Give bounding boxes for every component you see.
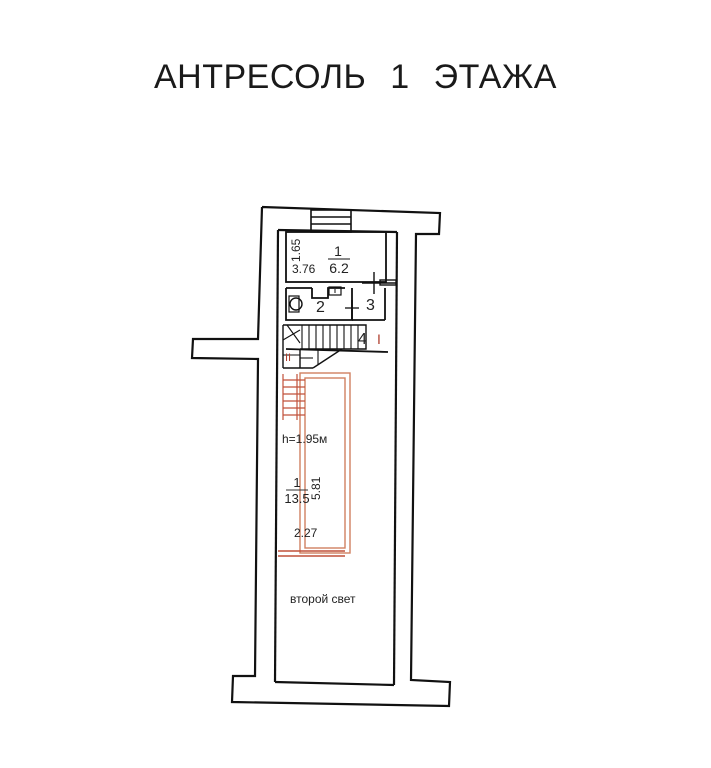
top-window <box>310 209 352 233</box>
mezzanine-number: 1 <box>293 475 300 490</box>
marker-roman-two: II <box>285 352 291 364</box>
rooms-2-3 <box>285 286 386 321</box>
outer-walls <box>190 205 452 708</box>
mezzanine-area: 13.5 <box>284 491 309 506</box>
room-1-depth: 1.65 <box>289 238 303 262</box>
mezzanine-length: 5.81 <box>309 476 323 500</box>
room-4-number: 4 <box>358 331 367 348</box>
staircase-4 <box>282 324 389 369</box>
plan-title: АНТРЕСОЛЬ 1 ЭТАЖА <box>154 58 557 96</box>
room-1-area: 6.2 <box>329 260 349 276</box>
door-mark-3 <box>362 272 397 294</box>
room-1-number: 1 <box>334 243 342 259</box>
mezzanine-height: h=1.95м <box>282 432 327 446</box>
marker-roman-one: I <box>377 331 381 347</box>
room-1-top: 3.76 1.65 1 6.2 <box>285 231 387 283</box>
mezzanine-width: 2.27 <box>294 526 318 540</box>
room-1-width: 3.76 <box>292 262 316 276</box>
mezzanine-room <box>278 372 351 557</box>
room-2-number: 2 <box>316 299 325 316</box>
second-light-label: второй свет <box>290 592 356 606</box>
room-3-number: 3 <box>366 297 375 314</box>
